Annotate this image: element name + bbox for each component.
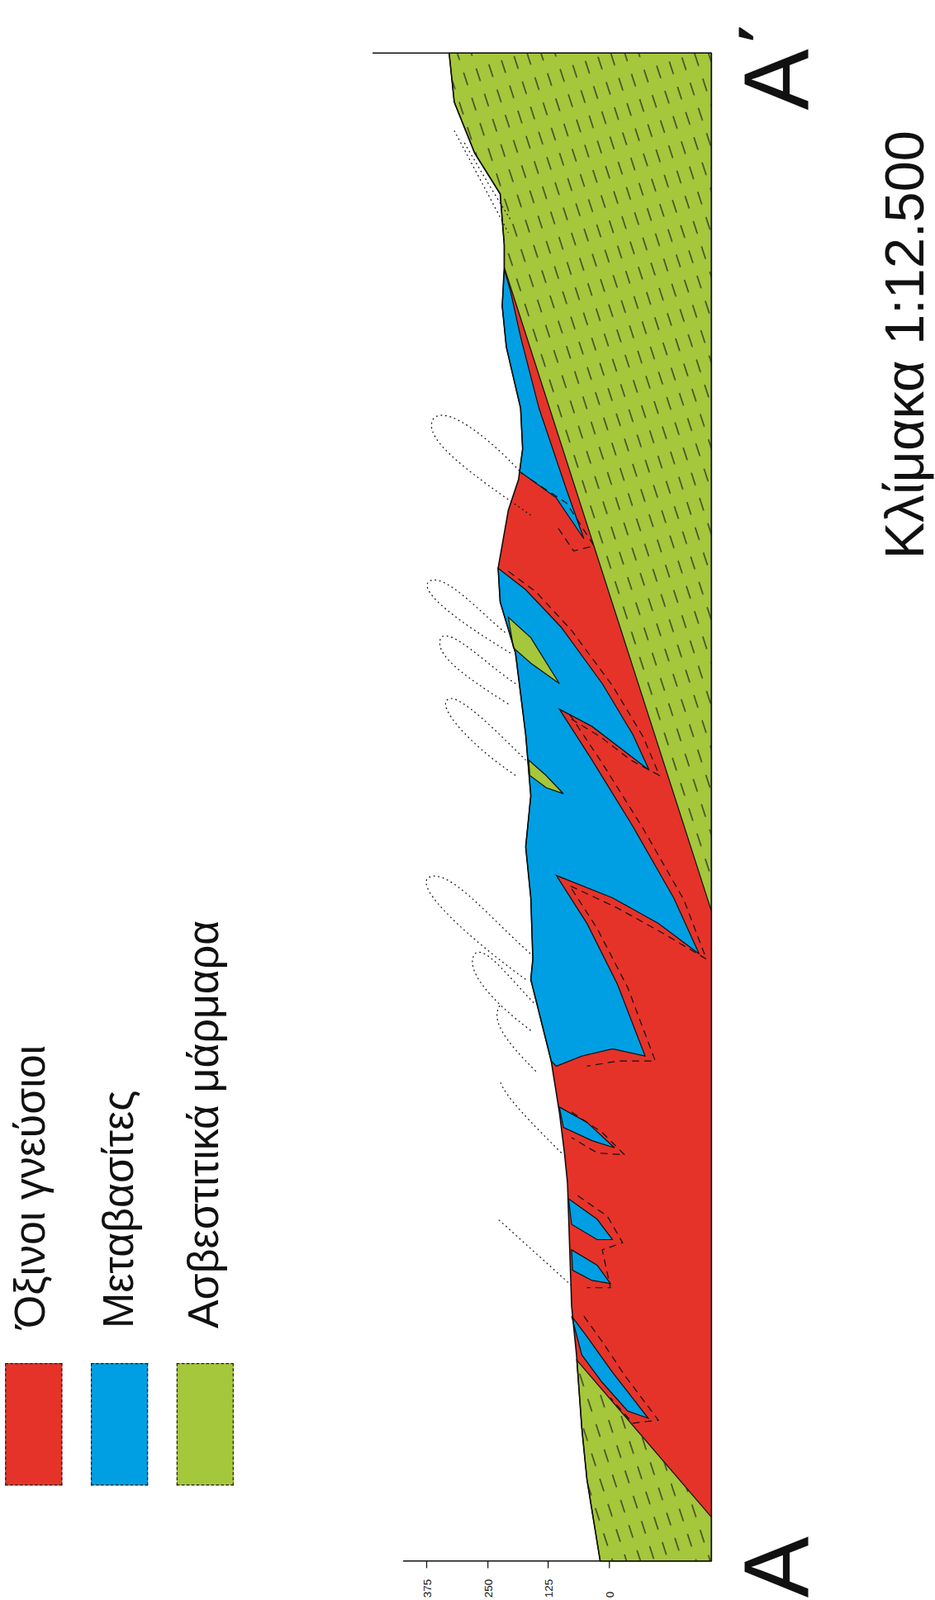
scale-label: Κλίμακα 1:12.500: [877, 130, 933, 560]
marble-hatch: [449, 52, 712, 912]
projected-fold-traces: [426, 130, 572, 1287]
projected-trace: [431, 415, 531, 516]
marble-body: [449, 52, 712, 912]
axis-value: 0: [603, 1592, 616, 1600]
foliation-traces: [507, 479, 707, 1424]
ground-surface: [449, 52, 601, 1562]
legend-text: Μεταβασίτες: [94, 1091, 144, 1329]
marble-body: [576, 1360, 712, 1562]
foliation-trace: [583, 1316, 659, 1424]
marble-hatch: [576, 1360, 712, 1562]
projected-trace: [439, 635, 516, 705]
section-end: [372, 52, 712, 54]
foliation-trace: [571, 1112, 625, 1156]
projected-trace: [464, 142, 511, 220]
elevation-axis: [403, 1561, 712, 1563]
axis-value: 375: [421, 1580, 433, 1600]
legend-text: Όξινοι γνεύσιοι: [5, 1045, 56, 1329]
legend-swatch: [4, 1363, 62, 1486]
legend-text: Ασβεστιτικά μάρμαρα: [180, 920, 230, 1329]
section-end-label: Α΄: [730, 18, 822, 110]
gneiss-body: [449, 52, 712, 1562]
section-base: [711, 52, 713, 1562]
projected-trace: [498, 1219, 572, 1287]
legend-swatch: [90, 1363, 148, 1486]
projected-trace: [427, 579, 511, 653]
projected-trace: [426, 876, 532, 980]
axis-value: 125: [542, 1580, 555, 1600]
section-end-label: Α: [730, 1537, 822, 1599]
marble-lens: [507, 617, 560, 684]
projected-trace: [500, 1082, 562, 1154]
projected-trace: [497, 1005, 537, 1072]
axis-tick: [426, 1561, 428, 1570]
axis-tick: [608, 1561, 610, 1570]
axis-tick: [487, 1561, 489, 1570]
projected-trace: [472, 952, 537, 1031]
projected-trace: [454, 130, 508, 233]
marble-bodies: [449, 52, 712, 1562]
marble-lens: [528, 760, 564, 795]
axis-value: 250: [482, 1580, 494, 1600]
axis-tick: [547, 1561, 549, 1570]
projected-trace: [445, 698, 526, 776]
axis-ticks: [427, 1561, 610, 1570]
metabasite-fold: [571, 1250, 611, 1285]
foliation-trace: [531, 479, 595, 552]
metabasite-fold: [559, 1107, 615, 1149]
foliation-trace: [569, 714, 708, 1067]
foliation-trace: [577, 1196, 622, 1288]
legend-swatch: [176, 1363, 234, 1486]
foliation-trace: [507, 571, 660, 776]
